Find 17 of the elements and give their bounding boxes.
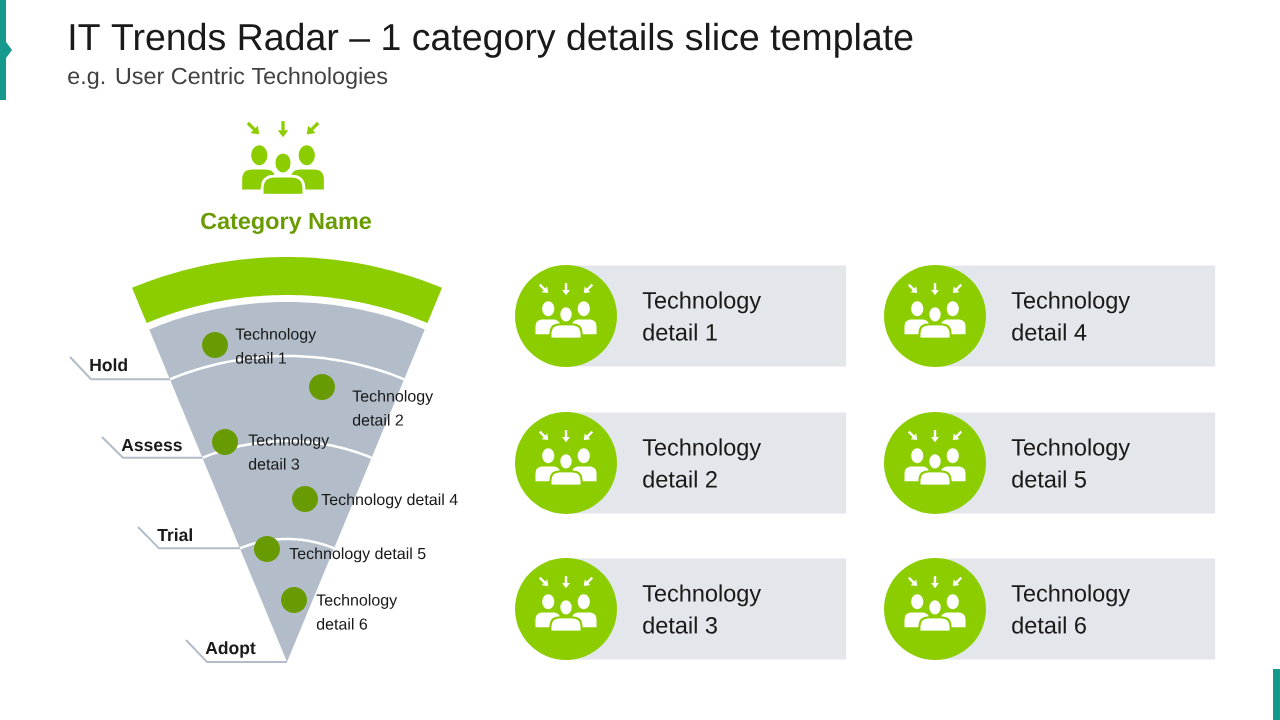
text-label: Technology detail 2 [352, 390, 434, 426]
text-label: Technology detail 1 [235, 328, 317, 364]
leader-line [101, 436, 204, 459]
stage-label: Hold [90, 358, 127, 372]
stage-label: Adopt [205, 641, 256, 658]
text-label: Technology detail 5 [289, 547, 426, 563]
subtitle: e.g. User Centric Technologies [68, 67, 388, 89]
leader-line [69, 356, 171, 381]
stage-label: Trial [157, 528, 192, 542]
category-heading: Category Name [201, 212, 371, 234]
title: IT Trends Radar – 1 category details slice template [70, 22, 913, 58]
stage-label: Assess [121, 438, 182, 452]
text-label: Technology detail 6 [316, 594, 398, 630]
leader-line [137, 526, 241, 550]
text-label: Technology detail 4 [321, 493, 458, 509]
leader-line [185, 639, 288, 663]
text-label: Technology detail 3 [248, 434, 330, 470]
